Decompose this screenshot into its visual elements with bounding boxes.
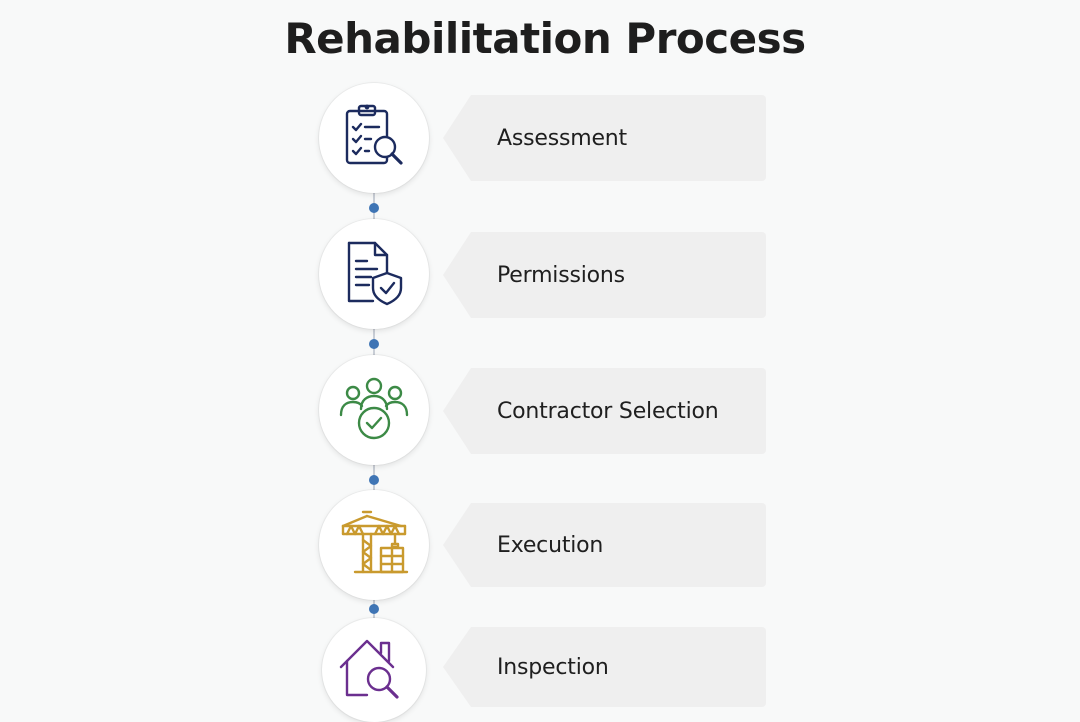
step-label-box: Execution [443,503,766,587]
page-title: Rehabilitation Process [284,14,806,63]
step-icon-circle [319,219,429,329]
connector-dot [369,203,379,213]
connector-dot [369,475,379,485]
clipboard-search-icon [345,104,403,165]
step-label: Permissions [497,262,625,288]
document-shield-icon [347,241,403,306]
step-label: Contractor Selection [497,398,719,424]
step-label-box: Assessment [443,95,766,181]
step-icon-circle [322,618,426,722]
step-label-box: Permissions [443,232,766,318]
step-label-box: Contractor Selection [443,368,766,454]
step-label: Inspection [497,654,609,680]
step-label: Execution [497,532,604,558]
house-search-icon [339,639,399,699]
step-label: Assessment [497,125,627,151]
crane-building-icon [341,510,409,574]
step-label-box: Inspection [443,627,766,707]
team-check-icon [339,377,409,440]
step-icon-circle [319,83,429,193]
connector-dot [369,604,379,614]
step-icon-circle [319,355,429,465]
step-icon-circle [319,490,429,600]
connector-dot [369,339,379,349]
